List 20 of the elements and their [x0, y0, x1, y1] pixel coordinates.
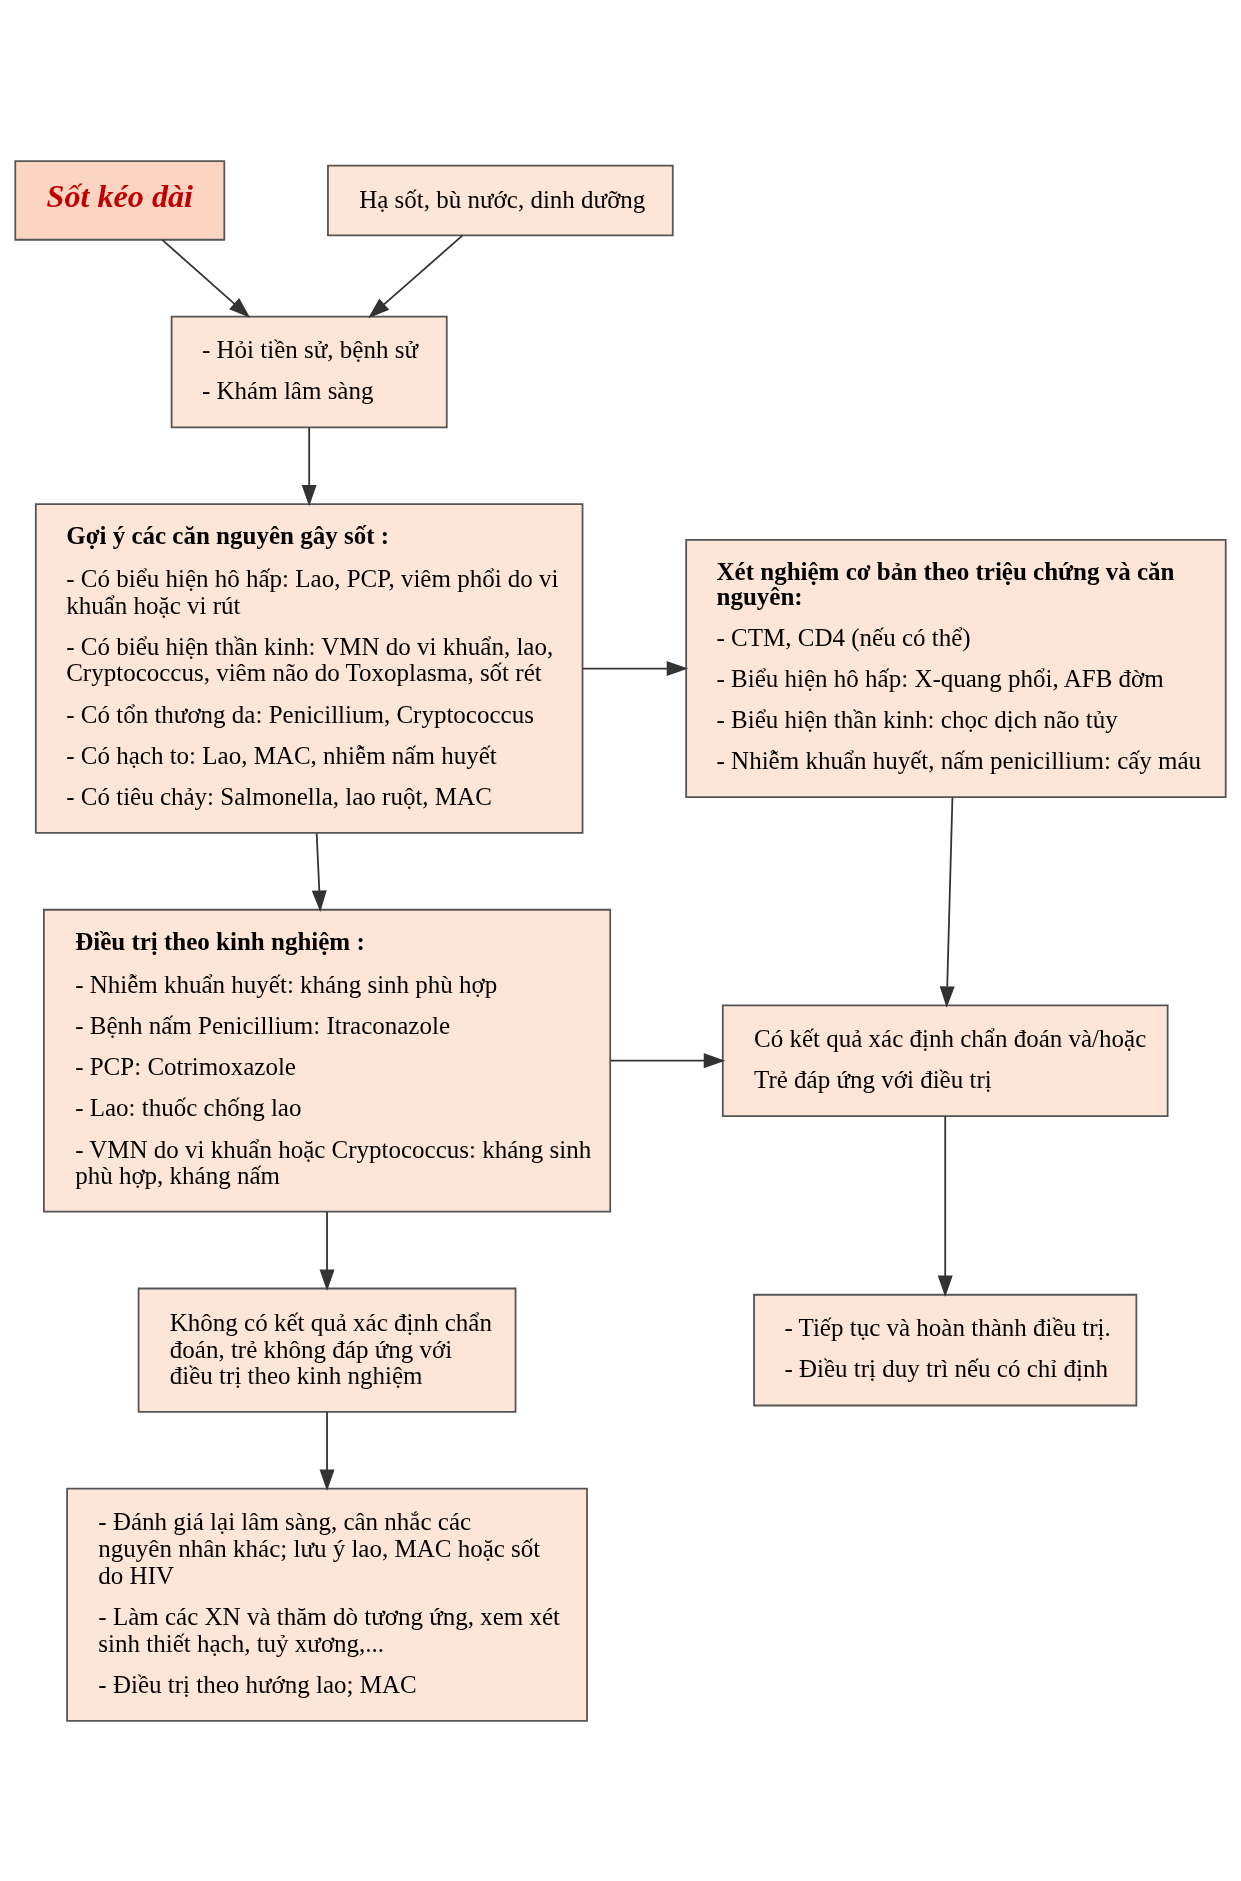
node-box: Không có kết quả xác định chẩn đoán, trẻ không đáp ứng với điều trị theo kinh nghiệm: [137, 1287, 517, 1413]
arrow: [319, 1410, 335, 1491]
node-box: Có kết quả xác định chẩn đoán và/hoặc Trẻ đáp ứng với điều trị: [721, 1003, 1169, 1117]
arrow: [939, 796, 955, 1008]
arrow: [301, 426, 317, 506]
node-box: Hạ sốt, bù nước, dinh dưỡng: [327, 164, 674, 236]
node-box: - Đánh giá lại lâm sàng, cân nhắc các nguyên nhân khác; lưu ý lao, MAC hoặc sốt do HIV - Làm các XN và thăm dò tương ứng, xem xét sinh thiết hạch, tuỷ xương,... - Điều trị theo hướng lao; MAC: [66, 1487, 588, 1722]
node-box: - Hỏi tiền sử, bệnh sử - Khám lâm sàng: [170, 315, 448, 428]
arrow: [368, 234, 464, 318]
arrow: [311, 832, 327, 912]
node-box: Gợi ý các căn nguyên gây sốt : - Có biểu hiện hô hấp: Lao, PCP, viêm phổi do vi khuẩn hoặc vi rút - Có biểu hiện thần kinh: VMN do vi khuẩn, lao, Cryptococcus, viêm não do Toxoplasma, sốt rét - Có tổn thương da: Penicillium, Cryptococcus - Có hạch to: Lao, MAC, nhiễm nấm huyết - Có tiêu chảy: Salmonella, lao ruột, MAC: [34, 502, 584, 834]
node-box: Sốt kéo dài: [14, 159, 226, 241]
node-box: Điều trị theo kinh nghiệm : - Nhiễm khuẩn huyết: kháng sinh phù hợp - Bệnh nấm Penicillium: Itraconazole - PCP: Cotrimoxazole - Lao: thuốc chống lao - VMN do vi khuẩn hoặc Cryptococcus: kháng sinh phù hợp, kháng nấm: [42, 908, 612, 1213]
node-box: Xét nghiệm cơ bản theo triệu chứng và căn nguyên: - CTM, CD4 (nếu có thể) - Biểu hiện hô hấp: X-quang phổi, AFB đờm - Biểu hiện thần kinh: chọc dịch não tủy - Nhiễm khuẩn huyết, nấm penicillium: cấy máu: [685, 538, 1227, 798]
arrow: [937, 1114, 953, 1297]
arrow: [581, 660, 689, 676]
arrow: [609, 1052, 726, 1068]
arrow: [319, 1210, 335, 1291]
node-box: - Tiếp tục và hoàn thành điều trị. - Điều trị duy trì nếu có chỉ định: [753, 1293, 1138, 1406]
arrow: [161, 238, 251, 318]
